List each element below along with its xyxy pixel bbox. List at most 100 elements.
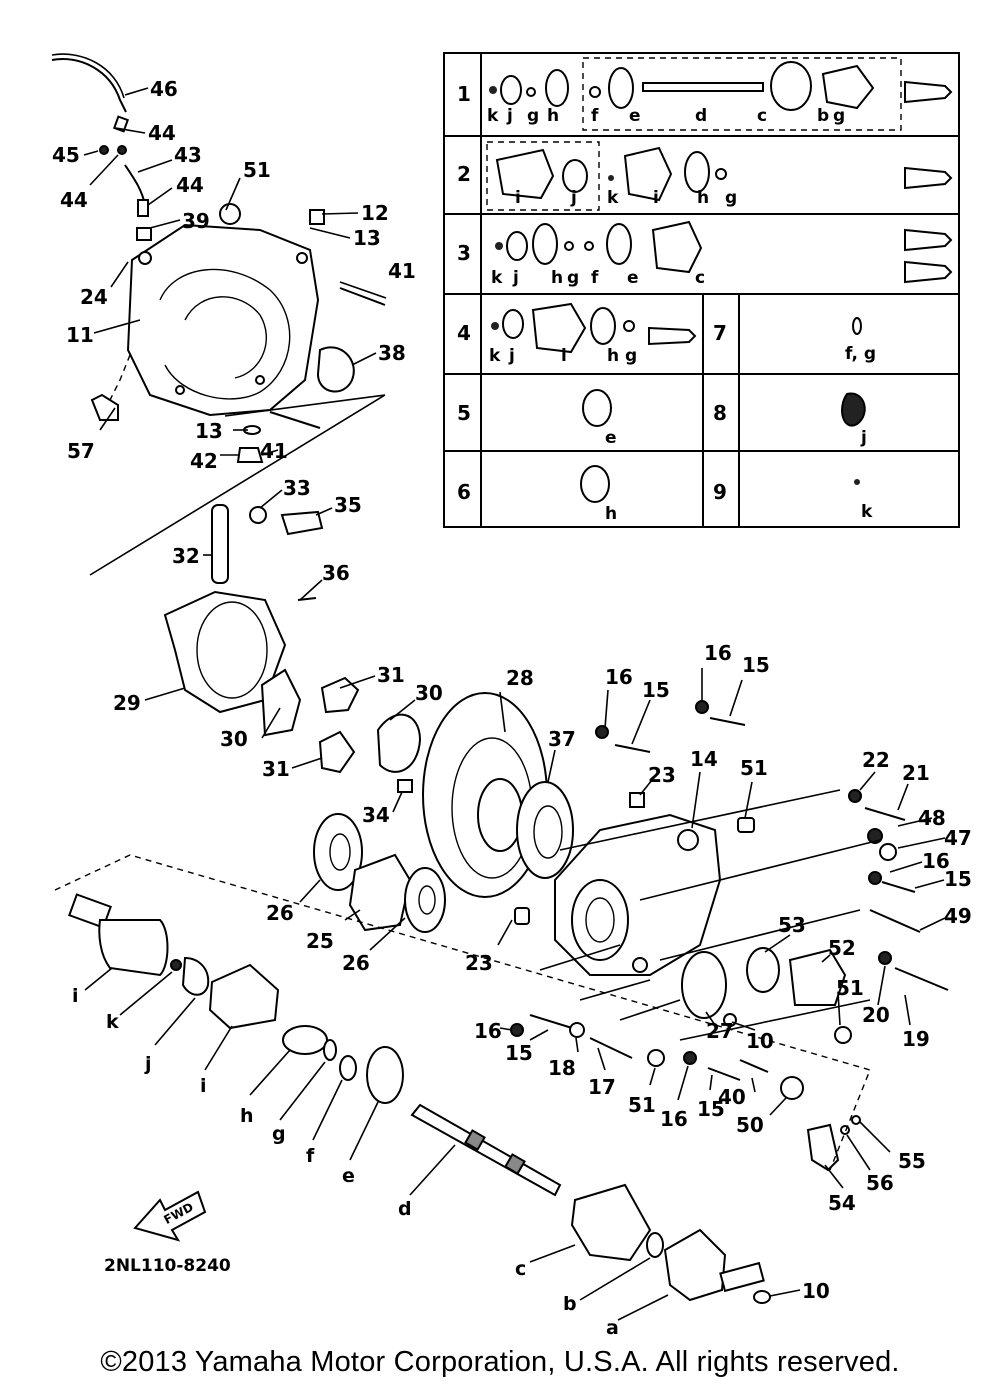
callout-41: 41: [388, 259, 416, 283]
table-letter: k: [489, 346, 501, 366]
callout-29: 29: [113, 691, 141, 715]
callout-51: 51: [243, 158, 271, 182]
table-letter: g: [527, 106, 540, 126]
table-letter: c: [695, 268, 706, 288]
label-c: c: [515, 1258, 526, 1280]
callout-13: 13: [353, 226, 381, 250]
table-letter: i: [515, 188, 521, 208]
copyright-notice: ©2013 Yamaha Motor Corporation, U.S.A. A…: [100, 1346, 900, 1378]
table-letter: g: [725, 188, 738, 208]
gear-case-cover: [90, 203, 387, 463]
callout-31: 31: [262, 757, 290, 781]
table-row-2-number: 2: [457, 162, 471, 186]
table-row-3-number: 3: [457, 241, 471, 265]
callout-numbers: 46 44 45 44 43 44 51 12 39 13 41 24 11 3…: [52, 77, 972, 1303]
callout-26: 26: [266, 901, 294, 925]
callout-47: 47: [944, 826, 972, 850]
callout-17: 17: [588, 1075, 616, 1099]
table-letter: d: [695, 106, 708, 126]
callout-27: 27: [706, 1019, 734, 1043]
label-k: k: [106, 1011, 119, 1033]
callout-28: 28: [506, 666, 534, 690]
callout-39: 39: [182, 209, 210, 233]
table-letter: k: [607, 188, 619, 208]
table-letter: e: [627, 268, 639, 288]
differential-case: [163, 504, 422, 793]
table-letter: k: [491, 268, 503, 288]
callout-13: 13: [195, 419, 223, 443]
drive-shaft-assembly: [68, 893, 771, 1304]
kit-reference-table: 1 2 3 4 5 6 7 8 9 k j g h f e d c b g i …: [443, 52, 960, 528]
label-h: h: [240, 1105, 254, 1127]
exploded-parts-diagram: FWD: [51, 53, 972, 1339]
callout-24: 24: [80, 285, 108, 309]
ring-gear: [422, 692, 574, 898]
callout-49: 49: [944, 904, 972, 928]
callout-41: 41: [260, 439, 288, 463]
table-row-5-number: 5: [457, 401, 471, 425]
table-letter: e: [629, 106, 641, 126]
table-letter: h: [551, 268, 564, 288]
callout-26: 26: [342, 951, 370, 975]
callout-25: 25: [306, 929, 334, 953]
callout-35: 35: [334, 493, 362, 517]
final-gear-case: [514, 792, 852, 1044]
label-g: g: [272, 1123, 286, 1145]
callout-22: 22: [862, 748, 890, 772]
callout-15: 15: [505, 1041, 533, 1065]
table-letter: f: [591, 268, 599, 288]
callout-44: 44: [148, 121, 176, 145]
callout-56: 56: [866, 1171, 894, 1195]
callout-46: 46: [150, 77, 178, 101]
label-j: j: [144, 1053, 152, 1075]
letter-labels: i k j i h g f e d c b a: [72, 985, 619, 1339]
breather-hose-assembly: [51, 53, 152, 241]
callout-14: 14: [690, 747, 718, 771]
table-letter: h: [697, 188, 710, 208]
callout-16: 16: [474, 1019, 502, 1043]
table-row-7-number: 7: [713, 321, 727, 345]
callout-23: 23: [465, 951, 493, 975]
callout-30: 30: [415, 681, 443, 705]
table-letter: c: [757, 106, 768, 126]
table-row-1-number: 1: [457, 82, 471, 106]
callout-11: 11: [66, 323, 94, 347]
table-row-8-number: 8: [713, 401, 727, 425]
label-b: b: [563, 1293, 577, 1315]
callout-54: 54: [828, 1191, 856, 1215]
label-a: a: [606, 1317, 619, 1339]
table-letter: i: [561, 346, 567, 366]
callout-43: 43: [174, 143, 202, 167]
fwd-arrow: FWD: [133, 1190, 207, 1242]
callout-45: 45: [52, 143, 80, 167]
callout-48: 48: [918, 806, 946, 830]
callout-30: 30: [220, 727, 248, 751]
table-letter: j: [509, 346, 515, 366]
callout-10: 10: [802, 1279, 830, 1303]
callout-36: 36: [322, 561, 350, 585]
callout-20: 20: [862, 1003, 890, 1027]
callout-50: 50: [736, 1113, 764, 1137]
table-letter: h: [547, 106, 560, 126]
callout-37: 37: [548, 727, 576, 751]
callout-19: 19: [902, 1027, 930, 1051]
table-letter: k: [861, 502, 873, 522]
table-letter: b: [817, 106, 830, 126]
callout-51: 51: [836, 976, 864, 1000]
callout-44: 44: [60, 188, 88, 212]
table-letter: h: [607, 346, 620, 366]
callout-16: 16: [660, 1107, 688, 1131]
callout-31: 31: [377, 663, 405, 687]
table-letter: g: [833, 106, 846, 126]
callout-16: 16: [605, 665, 633, 689]
table-row-4-number: 4: [457, 321, 471, 345]
bolts-and-washers: [510, 700, 949, 1172]
table-letter: g: [567, 268, 580, 288]
diagram-code: 2NL110-8240: [104, 1256, 231, 1276]
callout-12: 12: [361, 201, 389, 225]
callout-52: 52: [828, 936, 856, 960]
table-letter: f: [591, 106, 599, 126]
callout-15: 15: [642, 678, 670, 702]
table-letter: j: [861, 428, 867, 448]
table-letter: h: [605, 504, 618, 524]
